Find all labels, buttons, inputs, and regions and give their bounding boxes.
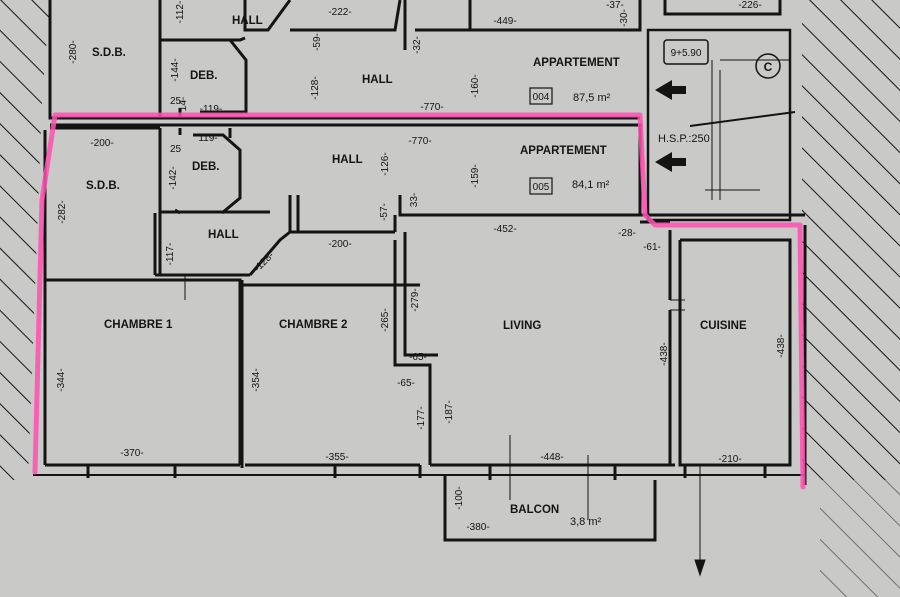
cuisine-label: CUISINE — [700, 320, 747, 332]
dim-label: -65- — [397, 378, 415, 389]
dim-label: -57- — [379, 203, 390, 221]
dim-label: 119- — [198, 133, 217, 144]
upper-deb-label: DEB. — [190, 70, 217, 82]
dim-label: -128- — [252, 250, 276, 274]
unit-number-box — [529, 177, 553, 195]
walls — [33, 0, 807, 542]
dim-label: -448- — [540, 452, 563, 463]
dim-label: -187- — [444, 400, 455, 423]
unit-number: 005 — [533, 182, 550, 193]
level-marker-box — [663, 39, 709, 65]
upper-unit-number: 004 — [533, 92, 550, 103]
dim-label: -61- — [643, 242, 661, 253]
dim-label: -30- — [619, 9, 630, 27]
dim-label: -144- — [170, 58, 181, 81]
hall-label: HALL — [332, 154, 363, 166]
dim-label: -28- — [618, 228, 636, 239]
section-marker-circle — [755, 53, 781, 79]
dim-label: -117- — [165, 243, 176, 266]
dim-label: -200- — [328, 239, 351, 250]
balcon-label: BALCON — [510, 504, 559, 516]
dim-label: -370- — [120, 448, 143, 459]
dim-label: -210- — [718, 454, 741, 465]
dim-label: 33- — [409, 193, 420, 207]
right-hatch-low — [820, 480, 900, 597]
dim-label: -142- — [168, 166, 179, 189]
dim-label: -354- — [251, 368, 262, 391]
entry-arrow-unit-tail — [672, 158, 686, 166]
upper-dimensions: -280- -112- -222- -449- -37- -226- -30- … — [68, 0, 762, 115]
dim-label: -355- — [325, 452, 348, 463]
dim-label: -128- — [310, 76, 321, 99]
dim-label: -280- — [68, 40, 79, 63]
entry-arrow-unit — [655, 152, 672, 172]
dim-label: 25- — [170, 96, 184, 107]
dim-label: -279- — [410, 288, 421, 311]
dim-label: -344- — [56, 368, 67, 391]
dim-label: -770- — [408, 136, 431, 147]
dim-label: -380- — [466, 522, 489, 533]
upper-unit-number-box — [529, 87, 553, 105]
dim-label: -452- — [493, 224, 516, 235]
hall-small-label: HALL — [208, 229, 239, 241]
balcon-area: 3,8 m² — [570, 516, 602, 528]
dim-label: -177- — [416, 406, 427, 429]
dim-label: 25 — [170, 144, 182, 155]
sdb-label: S.D.B. — [86, 180, 120, 192]
entry-arrow-upper-tail — [672, 86, 686, 94]
left-hatch — [0, 0, 50, 480]
dim-label: -37- — [606, 0, 624, 11]
living-label: LIVING — [503, 320, 541, 332]
dim-label: 14- — [178, 97, 189, 111]
dim-label: -59- — [312, 33, 323, 51]
upper-unit-title: APPARTEMENT — [533, 57, 620, 69]
chambre-2-label: CHAMBRE 2 — [279, 319, 347, 331]
dim-label: -32- — [412, 36, 423, 54]
upper-hall-label: HALL — [362, 74, 393, 86]
dim-label: -159- — [470, 164, 481, 187]
dim-label: -200- — [90, 138, 113, 149]
dim-label: -222- — [328, 7, 351, 18]
chambre-1-label: CHAMBRE 1 — [104, 319, 173, 331]
dim-label: -126- — [380, 152, 391, 175]
upper-hall-top-label: HALL — [232, 15, 263, 27]
dim-label: -770- — [420, 102, 443, 113]
section-marker: C — [764, 60, 773, 74]
level-marker: 9+5.90 — [671, 48, 702, 59]
ceiling-height: H.S.P.:250 — [658, 133, 710, 145]
dim-label: -226- — [738, 0, 761, 11]
unit-outline-highlight — [32, 112, 806, 490]
upper-sdb-label: S.D.B. — [92, 47, 126, 59]
unit-area: 84,1 m² — [572, 179, 610, 191]
dim-label: -112- — [175, 1, 186, 24]
dim-label: -100- — [454, 486, 465, 509]
dim-label: -65- — [409, 352, 427, 363]
dim-label: -265- — [380, 308, 391, 331]
dim-label: -438- — [776, 334, 787, 357]
dim-label: -449- — [493, 16, 516, 27]
upper-unit-area: 87,5 m² — [573, 92, 611, 104]
entry-arrow-upper — [655, 80, 672, 100]
unit-title: APPARTEMENT — [520, 145, 607, 157]
dim-label: -119- — [200, 104, 223, 115]
right-hatch — [802, 0, 900, 480]
dim-label: -282- — [57, 200, 68, 223]
deb-label: DEB. — [192, 161, 219, 173]
dim-label: -438- — [659, 342, 670, 365]
dim-label: -160- — [470, 74, 481, 97]
